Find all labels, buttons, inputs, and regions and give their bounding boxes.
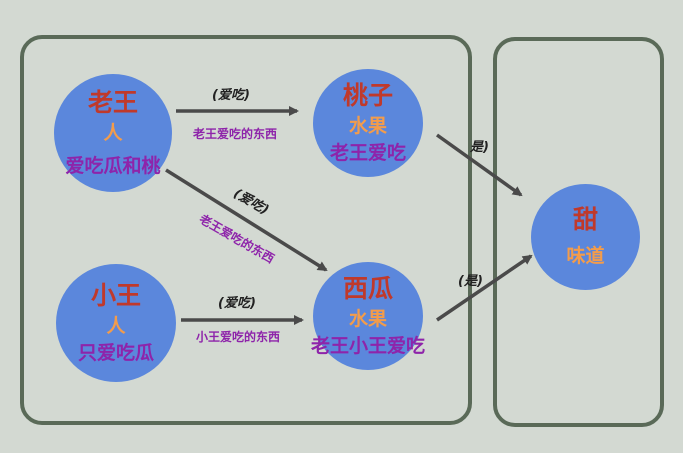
node-tian-type: 味道 [566,245,605,267]
taste-group-frame [493,37,664,427]
node-taozi-name: 桃子 [342,81,393,110]
node-xiaowang-type: 人 [106,315,126,337]
edge-xiaowang-xigua-relation: (爱吃) [218,296,256,311]
node-xiaowang: 小王 人 只爱吃瓜 [56,264,176,382]
node-xigua-desc: 老王小王爱吃 [311,335,426,357]
node-tian: 甜 味道 [531,184,640,290]
node-xiaowang-name: 小王 [90,281,141,310]
edge-xigua-tian-arrow [436,254,533,322]
node-xiaowang-desc: 只爱吃瓜 [77,342,154,364]
node-xigua: 西瓜 水果 老王小王爱吃 [311,262,426,370]
node-taozi: 桃子 水果 老王爱吃 [313,69,423,177]
node-tian-name: 甜 [572,205,598,234]
node-taozi-type: 水果 [348,115,387,137]
node-laowang: 老王 人 爱吃瓜和桃 [54,74,172,192]
node-xigua-type: 水果 [348,308,387,330]
node-laowang-name: 老王 [87,88,138,117]
edge-taozi-tian-arrow [435,133,523,197]
node-laowang-type: 人 [103,122,123,144]
node-laowang-desc: 爱吃瓜和桃 [65,155,161,177]
edge-laowang-taozi-desc: 老王爱吃的东西 [193,127,278,141]
edge-laowang-xigua-arrow [165,168,328,272]
edge-laowang-taozi-relation: (爱吃) [212,88,250,103]
edge-xigua-tian-relation: (是) [458,274,483,289]
edge-xiaowang-xigua-desc: 小王爱吃的东西 [196,330,281,344]
edge-taozi-tian-relation: 是) [470,140,489,155]
node-taozi-desc: 老王爱吃 [329,142,406,164]
person-fruit-group-frame [20,35,472,425]
node-xigua-name: 西瓜 [342,274,393,303]
